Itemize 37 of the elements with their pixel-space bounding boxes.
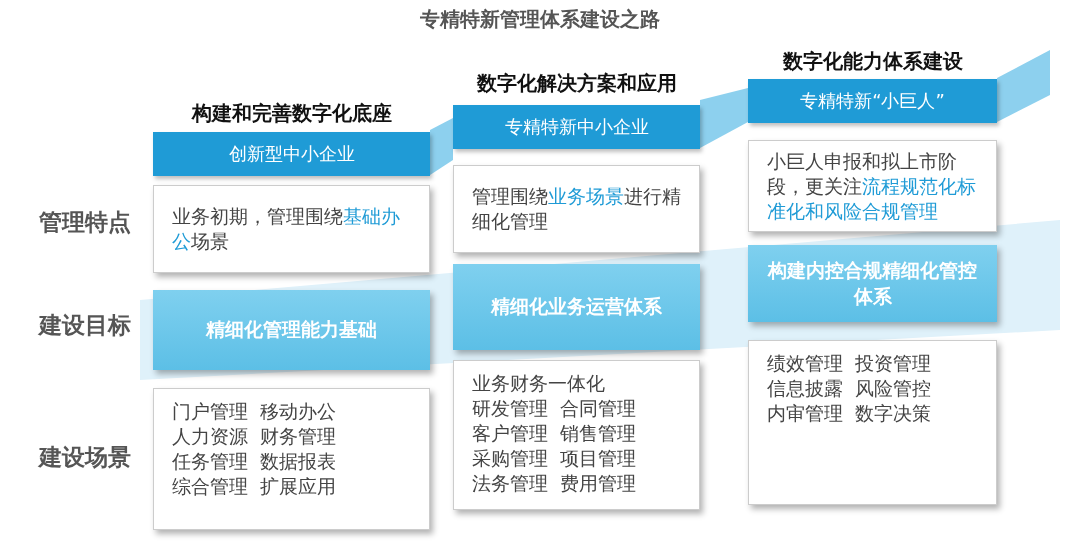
goal-panel	[748, 245, 997, 322]
scenario-text: 研发管理 合同管理	[472, 396, 638, 421]
text-card	[453, 360, 700, 510]
scenario-text: 采购管理 项目管理	[472, 446, 638, 471]
scenario-text: 绩效管理 投资管理	[767, 351, 933, 376]
goal-text: 精细化管理能力基础	[206, 317, 377, 342]
title-text: 专精特新管理体系建设之路	[419, 6, 661, 33]
goal-text: 精细化业务运营体系	[491, 294, 662, 319]
step-heading: 数字化解决方案和应用	[475, 70, 678, 97]
step-heading: 数字化能力体系建设	[781, 48, 964, 75]
goal-panel	[153, 290, 430, 370]
scenario-text: 信息披露 风险管控	[767, 376, 933, 401]
step-heading: 构建和完善数字化底座	[190, 100, 393, 127]
description-text: 业务初期，管理围绕基础办公场景	[172, 204, 401, 254]
row-label: 建设目标	[37, 311, 132, 340]
text-card	[453, 165, 700, 253]
row-label: 建设场景	[37, 443, 132, 472]
scenario-text: 业务财务一体化	[472, 371, 606, 396]
description-text: 管理围绕业务场景进行精细化管理	[472, 184, 681, 234]
text-card	[153, 388, 430, 530]
description-text: 小巨人申报和拟上市阶段，更关注流程规范化标准化和风险合规管理	[767, 148, 977, 224]
scenario-text: 任务管理 数据报表	[172, 449, 338, 474]
scenario-text: 门户管理 移动办公	[172, 399, 338, 424]
goal-text: 构建内控合规精细化管控体系	[766, 257, 978, 309]
scenario-text: 综合管理 扩展应用	[172, 474, 338, 499]
scenario-text: 内审管理 数字决策	[767, 401, 933, 426]
text-card	[153, 185, 430, 273]
scenario-text: 客户管理 销售管理	[472, 421, 638, 446]
text-card	[748, 340, 997, 505]
header-bar: 专精特新中小企业	[453, 105, 700, 149]
text-card	[748, 140, 997, 232]
scenario-text: 法务管理 费用管理	[472, 471, 638, 496]
header-bar: 创新型中小企业	[153, 132, 430, 176]
header-bar: 专精特新“小巨人”	[748, 79, 997, 123]
goal-panel	[453, 264, 700, 350]
row-label: 管理特点	[37, 208, 132, 237]
scenario-text: 人力资源 财务管理	[172, 424, 338, 449]
